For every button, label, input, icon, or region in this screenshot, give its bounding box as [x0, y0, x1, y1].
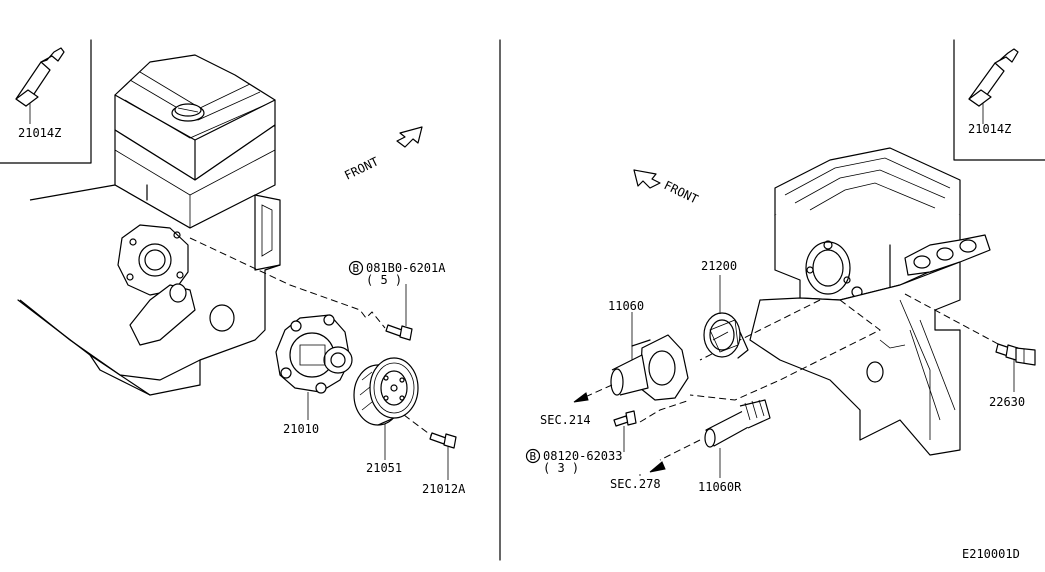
thermostat-label: 21200 — [701, 259, 737, 273]
bolt-part-number: 081B0-6201A — [366, 261, 446, 275]
svg-text:B: B — [530, 450, 537, 463]
water-pump-label: 21010 — [283, 422, 319, 436]
bolt-icon — [613, 410, 637, 427]
bolt-icon — [429, 432, 457, 449]
svg-text:B: B — [353, 262, 360, 275]
bolt-quantity: ( 5 ) — [366, 273, 402, 287]
water-pump-icon — [275, 314, 353, 394]
thermostat-icon — [703, 312, 749, 359]
tube-label-left: 21014Z — [18, 126, 61, 140]
temperature-sensor-icon — [995, 343, 1036, 366]
b-circle-icon: B — [348, 260, 364, 276]
sealant-tube-icon — [968, 48, 1019, 124]
leader-dashed-housing — [689, 299, 881, 401]
housing-label: 11060 — [608, 299, 644, 313]
leader-dashed-housing-bolt — [639, 399, 691, 423]
bolt2-quantity: ( 3 ) — [543, 461, 579, 475]
diagram-id: E210001D — [962, 547, 1020, 561]
arrow-left-icon — [649, 461, 666, 473]
sensor-label: 22630 — [989, 395, 1025, 409]
outlet-pipe-label: 11060R — [698, 480, 742, 494]
engine-block-left — [17, 54, 281, 396]
pulley-icon — [353, 357, 419, 426]
water-outlet-pipe-icon — [704, 399, 771, 448]
leader-dashed-pulley-bolt — [403, 414, 433, 437]
front-arrow-icon — [633, 169, 661, 189]
bolt-icon — [385, 324, 413, 341]
leader-dashed-left — [189, 237, 386, 329]
bolt2-part-number: 08120-62033 — [543, 449, 622, 463]
leader-dashed-sensor — [904, 293, 1001, 346]
front-arrow-icon — [396, 126, 423, 148]
sealant-tube-icon — [15, 47, 65, 124]
leader-dashed-sec214 — [584, 384, 613, 398]
tube-label-right: 21014Z — [968, 122, 1011, 136]
front-label-right: FRONT — [662, 178, 701, 206]
pulley-label: 21051 — [366, 461, 402, 475]
sec278-label: SEC.278 — [610, 477, 661, 491]
arrow-left-icon — [573, 392, 589, 403]
left-inset-frame — [0, 39, 92, 164]
sec214-label: SEC.214 — [540, 413, 591, 427]
b-circle-icon: B — [525, 448, 541, 464]
right-inset-frame — [953, 39, 1045, 161]
pulley-bolt-label: 21012A — [422, 482, 466, 496]
engine-block-right — [749, 147, 991, 456]
water-inlet-housing-icon — [610, 334, 689, 401]
front-label-left: FRONT — [342, 154, 381, 182]
leader-dashed-outlet — [659, 439, 701, 461]
